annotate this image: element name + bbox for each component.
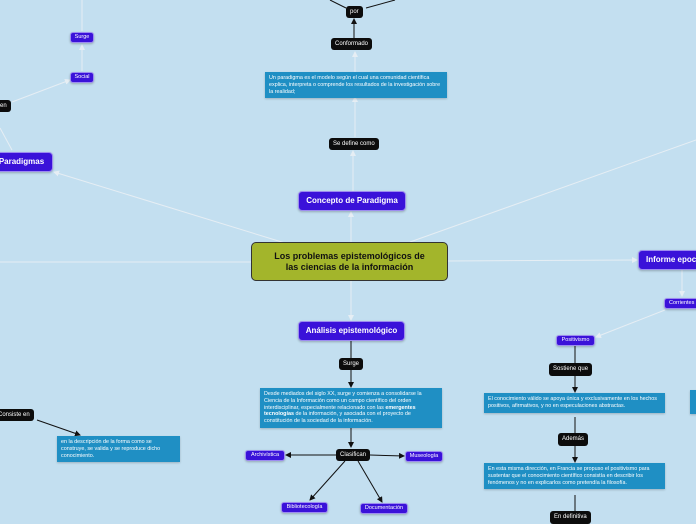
line-clasifican-bibliotecologia — [309, 460, 346, 501]
line-central-paradigmas — [53, 170, 286, 244]
conformado-label[interactable]: Conformado — [331, 38, 373, 50]
line-consiste-text — [36, 419, 81, 437]
positivismo-text1[interactable]: El conocimiento válido se apoya única y … — [484, 393, 665, 413]
informe-node[interactable]: Informe epoc — [638, 250, 696, 270]
bibliotecologia-node[interactable]: Bibliotecología — [281, 502, 328, 513]
archivistica-node[interactable]: Archivística — [245, 450, 285, 461]
analisis-text-post: de la información, y asociada con el pro… — [264, 411, 411, 425]
line-en-social — [11, 78, 71, 103]
central-title-line1: Los problemas epistemológicos de — [274, 250, 425, 261]
analisis-text-pre: Desde mediados del siglo XX, surge y com… — [264, 391, 422, 411]
line-central-topright — [409, 139, 696, 243]
documentacion-node[interactable]: Documentación — [360, 503, 408, 514]
line-central-informe — [447, 257, 638, 264]
social-node[interactable]: Social — [70, 72, 94, 83]
positivismo-node[interactable]: Positivismo — [556, 335, 595, 346]
sostiene-que-label[interactable]: Sostiene que — [549, 363, 593, 376]
line-clasifican-documentacion — [357, 460, 383, 503]
en-label[interactable]: en — [0, 100, 11, 112]
museologia-node[interactable]: Museología — [405, 451, 443, 462]
right-edge-text-node[interactable] — [690, 390, 696, 414]
ademas-label[interactable]: Además — [558, 433, 589, 446]
positivismo-text2[interactable]: En esta misma dirección, en Francia se p… — [484, 463, 665, 490]
por-label[interactable]: por — [346, 6, 363, 18]
consiste-en-label[interactable]: Consiste en — [0, 409, 34, 421]
surge-left-node[interactable]: Surge — [70, 32, 94, 43]
paradigm-definition[interactable]: Un paradigma es el modelo según el cual … — [265, 72, 447, 99]
line-por-topleft — [329, 0, 347, 9]
consiste-description[interactable]: en la descripción de la forma como se co… — [57, 436, 180, 463]
analisis-description[interactable]: Desde mediados del siglo XX, surge y com… — [260, 388, 442, 428]
central-topic[interactable]: Los problemas epistemológicos de las cie… — [251, 242, 448, 281]
analisis-epistemologico-node[interactable]: Análisis epistemológico — [298, 321, 405, 341]
surge-label[interactable]: Surge — [339, 358, 364, 370]
analisis-text-bold: emergentes tecnologías — [264, 404, 416, 418]
se-define-como-label[interactable]: Se define como — [329, 138, 379, 150]
en-definitiva-label[interactable]: En definitiva — [550, 511, 591, 524]
line-por-topright — [365, 0, 396, 9]
line-clasifican-museologia — [369, 452, 405, 459]
line-corrientes-positivismo — [595, 309, 666, 338]
concepto-paradigma-node[interactable]: Concepto de Paradigma — [298, 191, 406, 211]
line-paradigmas-en — [0, 127, 13, 151]
clasifican-label[interactable]: Clasifican — [336, 449, 371, 461]
corrientes-node[interactable]: Corrientes — [664, 298, 696, 309]
central-title-line2: las ciencias de la información — [285, 261, 414, 272]
paradigmas-node[interactable]: Paradigmas — [0, 152, 53, 172]
